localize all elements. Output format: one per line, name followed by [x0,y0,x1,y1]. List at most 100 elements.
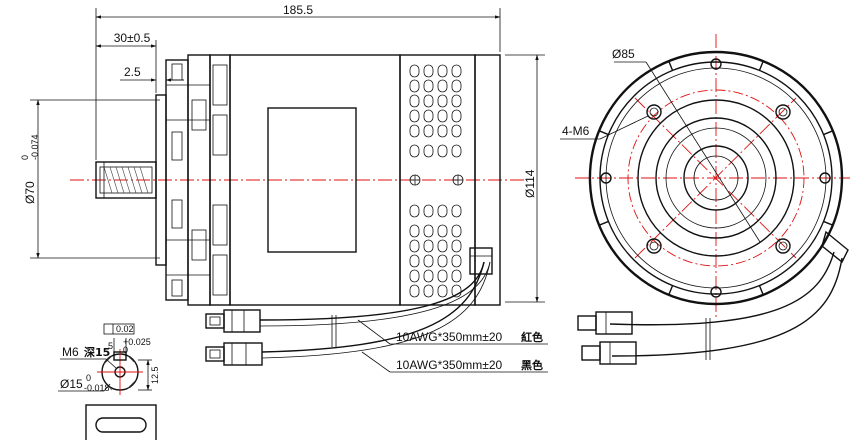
vent-slot [451,144,462,158]
shaft-detail: 0.02 +0.025 0 5 M6 深15 Ø15 0 -0.018 12.5 [58,323,160,395]
vent-slot [437,239,448,253]
vent-slot [423,269,434,283]
vent-slot [437,269,448,283]
vent-slot [409,239,420,253]
shaft [95,161,157,199]
vent-slot [451,284,462,298]
vent-slot [451,254,462,268]
vent-slot [409,254,420,268]
vent-slot [423,239,434,253]
key-box-label: 0.02 [116,324,134,334]
thread-label: M6 [62,345,79,359]
shaft-dia-label: Ø15 [60,377,83,391]
vent-slot [423,144,434,158]
rim-notch [823,130,834,136]
vent-slot [409,79,420,93]
rim-notch [758,60,764,71]
rim-notch [598,220,609,226]
mount-holes-label: 4-M6 [562,124,590,138]
vent-slot [437,284,448,298]
dim-flange-label: 2.5 [124,65,141,79]
vent-slot [423,204,434,218]
dim-shaft-dia-label: Ø70 [23,181,37,204]
wire-black-color: 黑色 [521,358,543,372]
terminal-black [205,342,263,366]
wire-black-spec: 10AWG*350mm±20 [396,358,503,372]
vent-slot [451,79,462,93]
front-view: Ø85 4-M6 [560,34,850,365]
key-slot-detail [85,404,157,440]
dim-shaft-dia-tol-lower: -0.074 [30,134,40,160]
wires-side: 10AWG*350mm±20 紅色 10AWG*350mm±20 黑色 [205,261,548,373]
rim-notch [668,60,674,71]
rim-notch [823,220,834,226]
rear-cap [399,54,501,306]
key-tol: +0.025 [123,337,151,347]
dim-body-dia-label: Ø114 [523,169,537,198]
vent-slot [423,224,434,238]
vent-slot [423,109,434,123]
shaft-dia-tol-upper: 0 [86,373,91,383]
vent-slot [409,284,420,298]
vent-slot [437,224,448,238]
pcd-circle [627,89,805,267]
dim-body-diameter: Ø114 [505,54,545,303]
vent-slot [451,239,462,253]
vent-slot [437,109,448,123]
mount-holes [600,58,831,298]
key-tol-lower: 0 [123,345,128,355]
vent-slot [437,79,448,93]
vent-slot [437,124,448,138]
vent-slot [423,64,434,78]
dim-shaft-dia-tol-upper: 0 [20,155,30,160]
vent-slot [437,94,448,108]
vent-slot [437,204,448,218]
dim-shaft: 30±0.5 [95,31,157,93]
nameplate [267,107,357,253]
vent-slot [437,144,448,158]
vent-slot [423,124,434,138]
shaft-height-label: 12.5 [150,366,160,384]
vent-slot [451,224,462,238]
vent-slot [451,94,462,108]
shaft-dia-tol-lower: -0.018 [84,383,110,393]
dim-flange: 2.5 [120,65,184,82]
rim-notch [598,130,609,136]
vent-slot [451,124,462,138]
front-terminal-2 [581,341,637,365]
vent-slot [409,109,420,123]
vent-slot [451,269,462,283]
dim-overall-label: 185.5 [283,3,313,17]
wire-red-spec: 10AWG*350mm±20 [396,330,503,344]
front-outline [588,50,844,306]
side-view: 185.5 30±0.5 2.5 Ø70 0 -0.074 [20,3,545,306]
vent-slot [409,64,420,78]
rim-notch [668,285,674,296]
front-terminal-1 [577,311,633,335]
vent-slot [409,94,420,108]
vent-slot [409,269,420,283]
rim-notch [758,285,764,296]
vent-slot [451,109,462,123]
pcd-label: Ø85 [612,47,635,61]
vent-slot [409,144,420,158]
thread-depth: 深15 [84,345,110,359]
vent-slot [423,94,434,108]
vent-slot [423,284,434,298]
dim-shaft-label: 30±0.5 [114,31,151,45]
terminal-red [205,309,261,333]
vent-slot [423,254,434,268]
key-width: 5 [108,341,113,351]
dim-shaft-diameter: Ø70 0 -0.074 [20,99,160,259]
vent-slot [409,124,420,138]
vent-slot [423,79,434,93]
vent-slot [451,204,462,218]
vent-slot [409,204,420,218]
wire-red-color: 紅色 [521,330,543,344]
vent-slot [409,224,420,238]
dim-overall: 185.5 [95,3,501,160]
vent-slot [437,254,448,268]
vent-slot [437,64,448,78]
vent-slot [451,64,462,78]
